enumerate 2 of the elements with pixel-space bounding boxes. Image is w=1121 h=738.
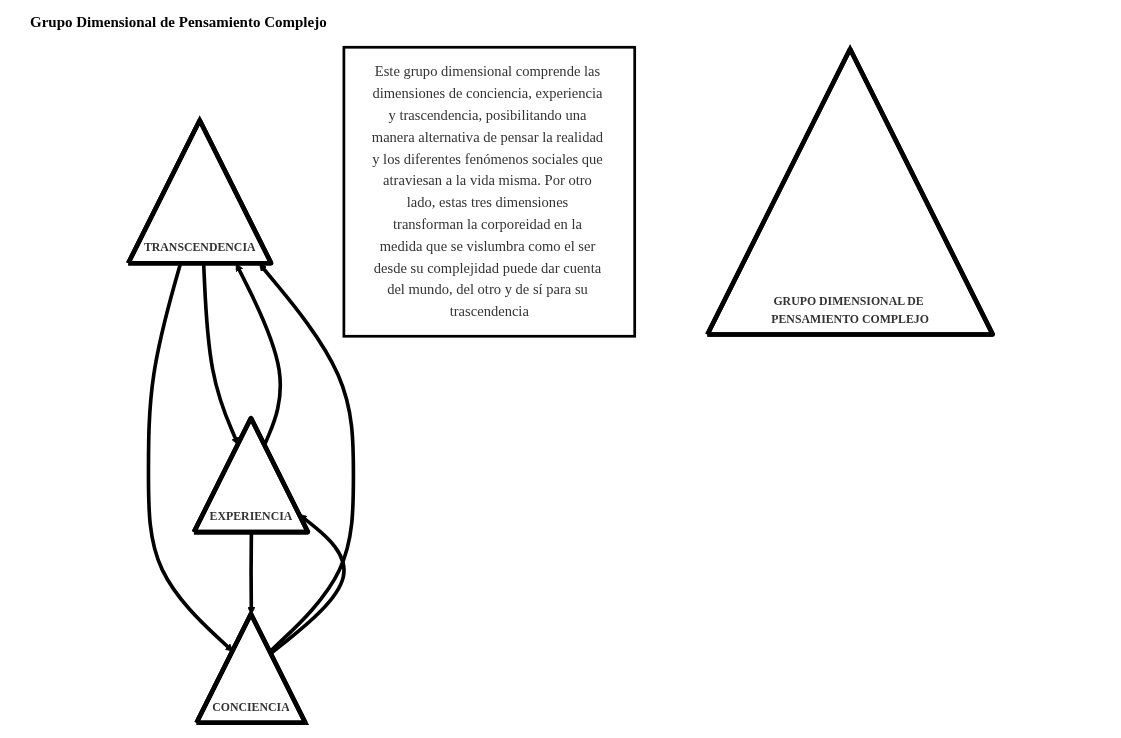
diagram-title: Grupo Dimensional de Pensamiento Complejo (30, 14, 327, 31)
node-box: Este grupo dimensional comprende las dimensiones de conciencia, experiencia y trascendencia, posibilitando una manera alternativa de pensar la realidad y los diferentes fenómenos sociales que atraviesan a la vida misma. Por otro lado, estas tres dimensiones transforman la corporeidad en la medida que se vislumbra como el ser desde su complejidad puede dar cuenta del mundo, del otro y de sí para su trascendencia (342, 45, 637, 338)
